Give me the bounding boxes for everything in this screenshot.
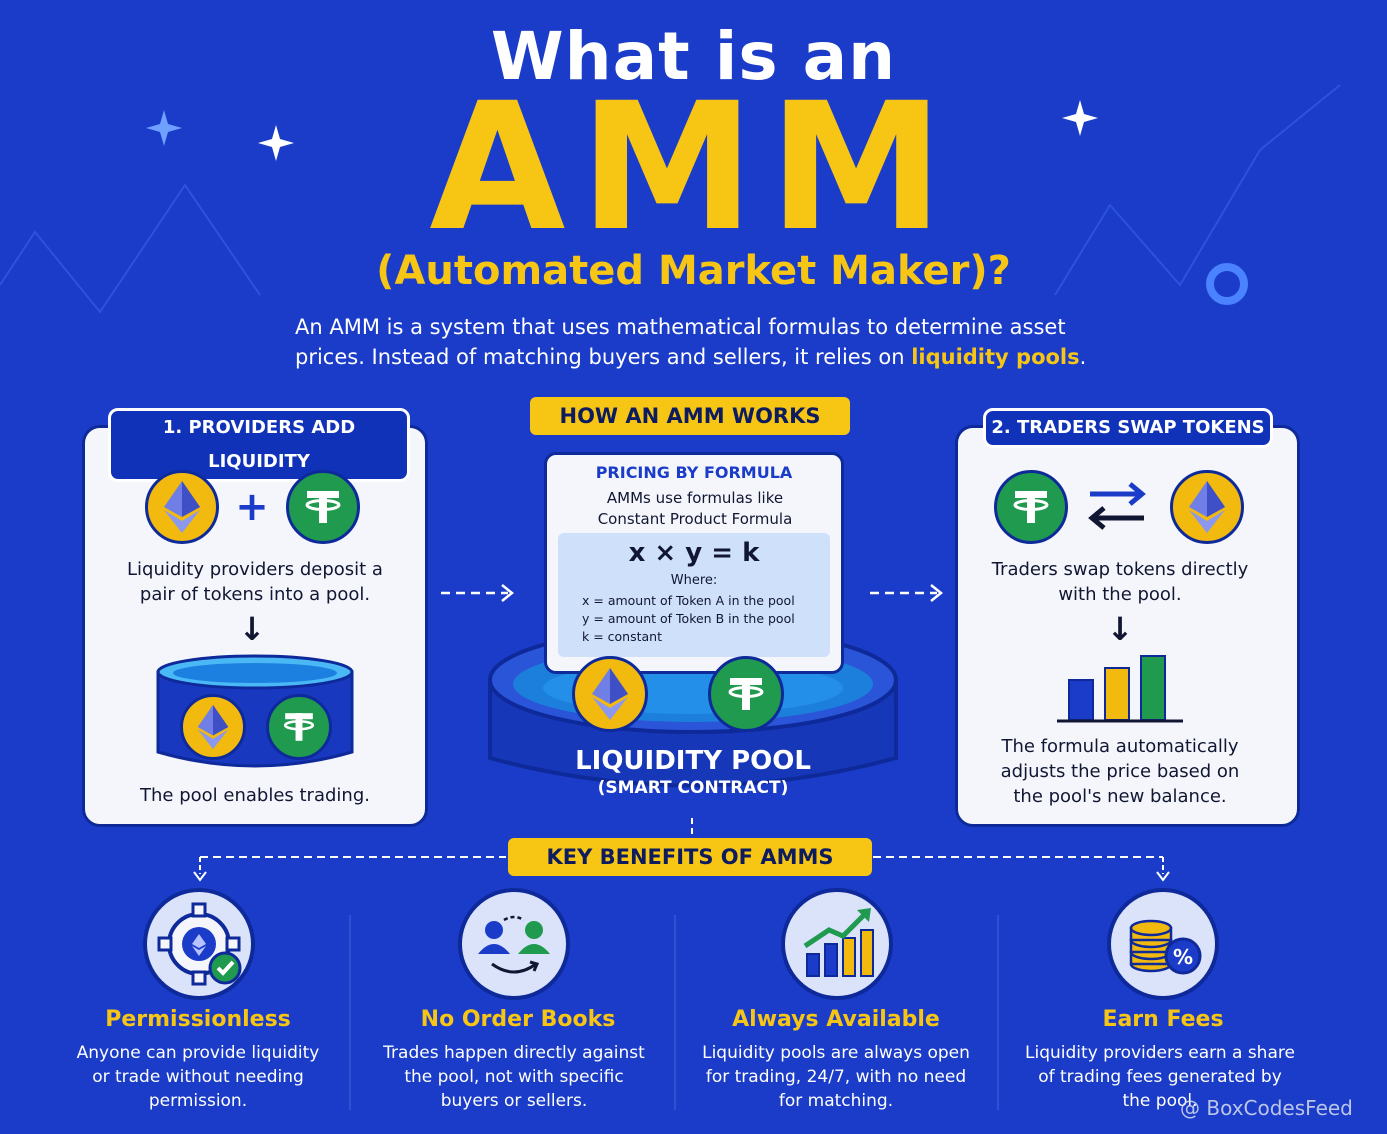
providers-text: Liquidity providers deposit a pair of to… xyxy=(127,559,383,605)
intro-highlight: liquidity pools xyxy=(911,345,1080,369)
floating-usdt-coin-icon xyxy=(708,656,784,732)
benefit-desc-permissionless: Anyone can provide liquidity or trade wi… xyxy=(76,1043,320,1111)
title-main: AMM xyxy=(429,65,958,270)
formula-box xyxy=(558,533,830,657)
pool-title: LIQUIDITY POOL xyxy=(575,746,811,776)
pool-eth-coin-icon xyxy=(180,694,246,760)
formula: x × y = k xyxy=(628,538,760,568)
floating-eth-coin-icon xyxy=(572,656,648,732)
chart-up-icon xyxy=(781,888,893,1000)
formula-def-y: y = amount of Token B in the pool xyxy=(582,611,795,626)
benefit-title-no-order-books: No Order Books xyxy=(420,1007,616,1032)
swap-arrows-icon xyxy=(1088,482,1146,530)
formula-where: Where: xyxy=(670,573,718,588)
usdt-coin-icon xyxy=(286,470,360,544)
svg-text:%: % xyxy=(1173,945,1193,969)
traders-arrow: ↓ xyxy=(1106,610,1134,648)
eth-coin-icon xyxy=(145,470,219,544)
traders-tag: 2. TRADERS SWAP TOKENS xyxy=(983,408,1273,448)
benefit-title-earn-fees: Earn Fees xyxy=(1102,1007,1224,1032)
benefit-desc-no-order-books: Trades happen directly against the pool,… xyxy=(383,1043,645,1111)
trader-eth-coin-icon xyxy=(1170,470,1244,544)
benefit-title-permissionless: Permissionless xyxy=(105,1007,291,1032)
pricing-text: AMMs use formulas like Constant Product … xyxy=(597,489,793,528)
pricing-title: PRICING BY FORMULA xyxy=(595,463,793,482)
pool-subtitle: (SMART CONTRACT) xyxy=(597,778,789,798)
intro-text: An AMM is a system that uses mathematica… xyxy=(295,315,1087,369)
providers-tag: 1. PROVIDERS ADD LIQUIDITY xyxy=(108,408,410,482)
providers-arrow: ↓ xyxy=(238,610,266,648)
formula-def-x: x = amount of Token A in the pool xyxy=(582,593,795,608)
title-top: What is an xyxy=(490,18,897,95)
how-tag: HOW AN AMM WORKS xyxy=(530,397,850,435)
pool-usdt-coin-icon xyxy=(266,694,332,760)
coins-percent-icon: % xyxy=(1107,888,1219,1000)
providers-footer: The pool enables trading. xyxy=(140,785,370,806)
watermark: @ BoxCodesFeed xyxy=(1180,1096,1353,1120)
title-subtitle: (Automated Market Maker)? xyxy=(376,248,1011,294)
traders-footer: The formula automatically adjusts the pr… xyxy=(1000,736,1240,807)
bar-chart-icon xyxy=(1057,655,1183,723)
benefits-tag: KEY BENEFITS OF AMMS xyxy=(508,838,872,876)
benefit-title-always-available: Always Available xyxy=(732,1007,940,1032)
trader-usdt-coin-icon xyxy=(994,470,1068,544)
benefit-desc-always-available: Liquidity pools are always open for trad… xyxy=(702,1043,970,1111)
gear-check-icon xyxy=(143,888,255,1000)
plus-sign: + xyxy=(235,484,269,530)
benefit-desc-earn-fees: Liquidity providers earn a share of trad… xyxy=(1025,1043,1295,1111)
users-swap-icon xyxy=(458,888,570,1000)
formula-def-k: k = constant xyxy=(582,629,662,644)
traders-text: Traders swap tokens directly with the po… xyxy=(991,559,1249,605)
